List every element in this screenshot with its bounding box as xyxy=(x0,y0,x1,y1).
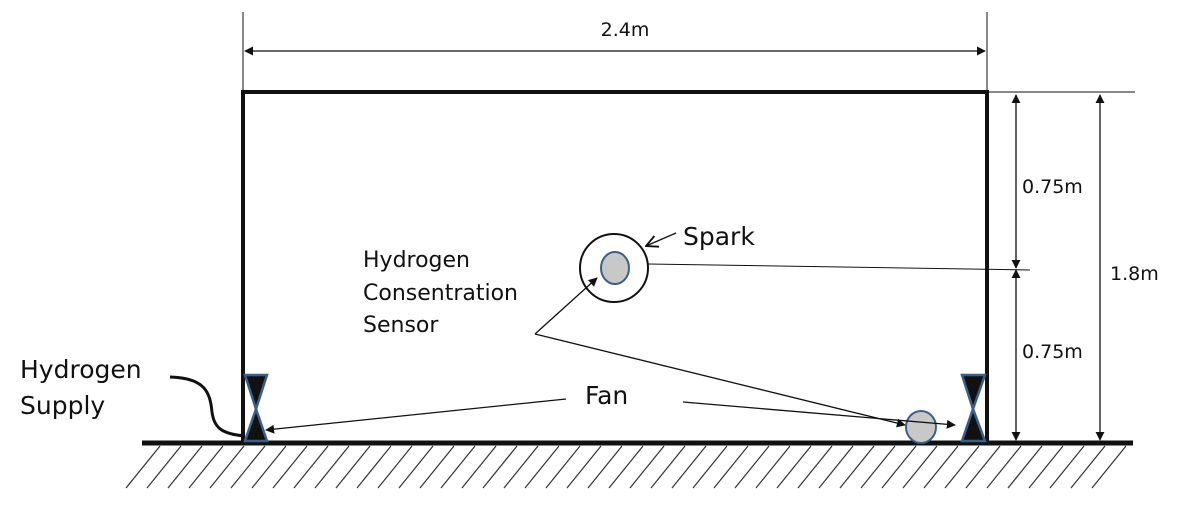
hatch-mark xyxy=(566,445,602,489)
hatch-mark xyxy=(629,445,665,489)
hatch-mark xyxy=(398,445,434,489)
hatch-mark xyxy=(965,445,1001,489)
hatch-mark xyxy=(923,445,959,489)
hatch-mark xyxy=(986,445,1022,489)
hatch-mark xyxy=(314,445,350,489)
lower-height-label: 0.75m xyxy=(1022,341,1083,363)
hatch-mark xyxy=(944,445,980,489)
hatch-mark xyxy=(356,445,392,489)
fan-label: Fan xyxy=(585,381,628,410)
hatch-mark xyxy=(713,445,749,489)
hatch-mark xyxy=(293,445,329,489)
hatch-mark xyxy=(881,445,917,489)
total-height-label: 1.8m xyxy=(1110,263,1159,285)
hatch-mark xyxy=(839,445,875,489)
hatch-mark xyxy=(461,445,497,489)
ground-hatching xyxy=(125,445,1127,489)
hatch-mark xyxy=(755,445,791,489)
hatch-mark xyxy=(377,445,413,489)
hatch-mark xyxy=(818,445,854,489)
hatch-mark xyxy=(167,445,203,489)
hatch-mark xyxy=(230,445,266,489)
hatch-mark xyxy=(1049,445,1085,489)
sensor-pointer-lower xyxy=(534,333,906,428)
hatch-mark xyxy=(692,445,728,489)
hatch-mark xyxy=(503,445,539,489)
upper-sensor-icon xyxy=(600,251,630,285)
width-label: 2.4m xyxy=(601,19,650,41)
hatch-mark xyxy=(1070,445,1106,489)
fan-icon-left xyxy=(243,373,269,443)
hatch-mark xyxy=(125,445,161,489)
sensor-label-line1: Hydrogen xyxy=(363,248,470,273)
hatch-mark xyxy=(482,445,518,489)
supply-pipe-curve xyxy=(169,375,246,438)
hatch-mark xyxy=(587,445,623,489)
hatch-mark xyxy=(272,445,308,489)
hatch-mark xyxy=(734,445,770,489)
sensor-label-line3: Sensor xyxy=(363,313,439,338)
spark-pointer xyxy=(646,232,677,246)
spark-reference-line xyxy=(647,263,1031,271)
sensor-label-line2: Consentration xyxy=(363,281,518,306)
fan-pointer-right xyxy=(682,401,956,429)
hatch-mark xyxy=(146,445,182,489)
hatch-mark xyxy=(188,445,224,489)
hatch-mark xyxy=(797,445,833,489)
hatch-mark xyxy=(440,445,476,489)
hatch-mark xyxy=(1091,445,1127,489)
hatch-mark xyxy=(650,445,686,489)
hatch-mark xyxy=(608,445,644,489)
upper-height-label: 0.75m xyxy=(1022,176,1083,198)
hatch-mark xyxy=(1007,445,1043,489)
hatch-mark xyxy=(209,445,245,489)
hatch-mark xyxy=(524,445,560,489)
spark-label: Spark xyxy=(683,222,755,251)
hatch-mark xyxy=(860,445,896,489)
hatch-mark xyxy=(545,445,581,489)
lower-sensor-icon xyxy=(905,410,937,444)
hatch-mark xyxy=(335,445,371,489)
supply-label-line2: Supply xyxy=(20,391,105,420)
supply-label-line1: Hydrogen xyxy=(20,355,142,384)
chamber-outline xyxy=(241,90,989,445)
hatch-mark xyxy=(671,445,707,489)
hatch-mark xyxy=(776,445,812,489)
hatch-mark xyxy=(1028,445,1064,489)
fan-icon-right xyxy=(960,373,987,443)
fan-pointer-left xyxy=(265,398,567,434)
hatch-mark xyxy=(419,445,455,489)
sensor-pointer-upper xyxy=(534,277,598,335)
hatch-mark xyxy=(902,445,938,489)
hatch-mark xyxy=(251,445,287,489)
